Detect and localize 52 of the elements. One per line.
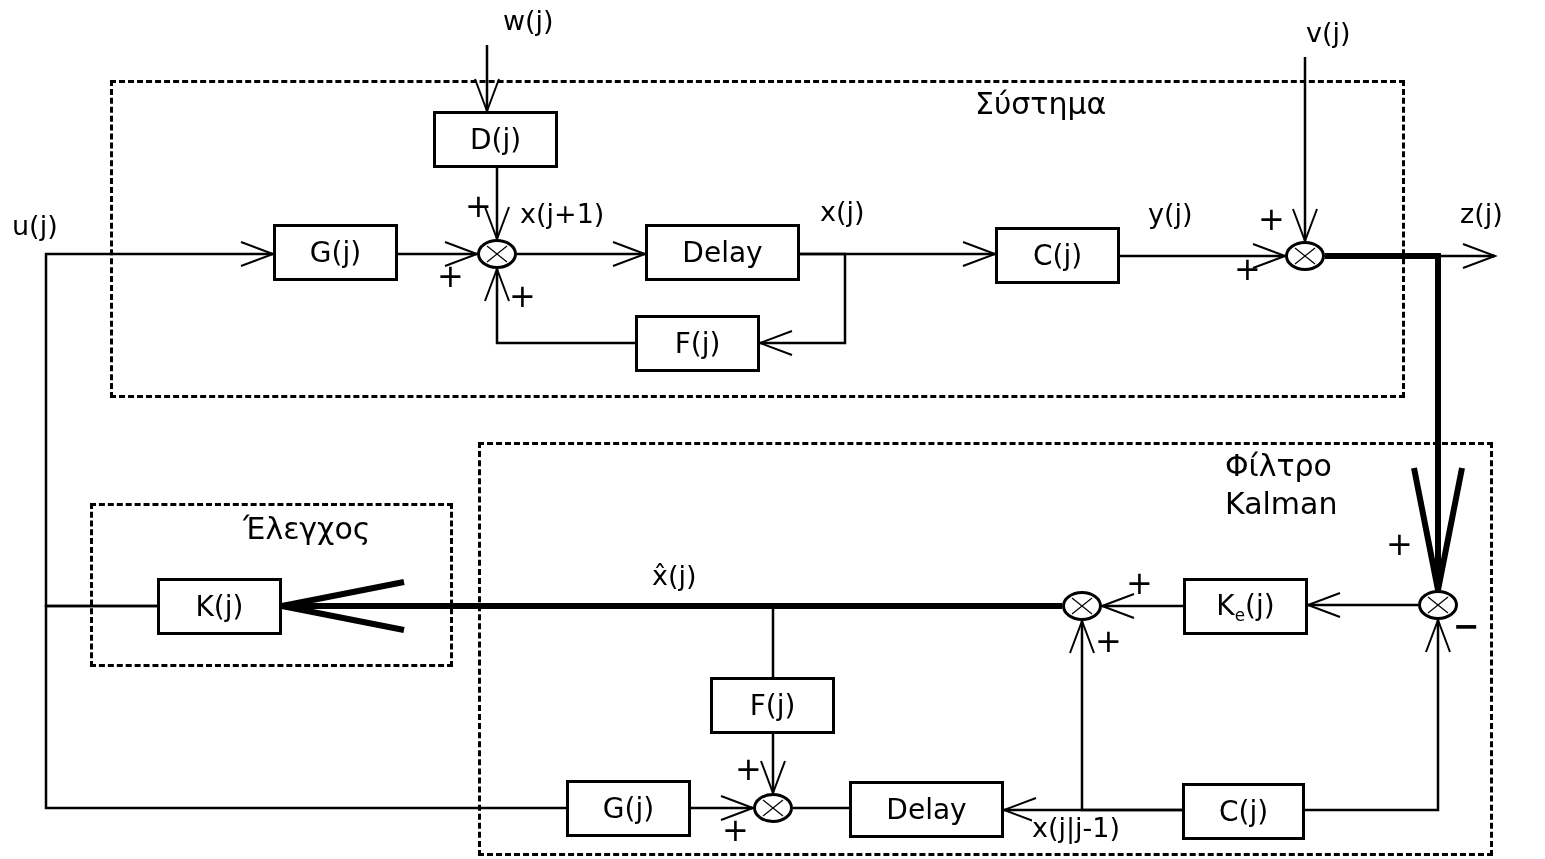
sign-label: + (722, 814, 749, 846)
connector-line (793, 806, 849, 810)
block-box: C(j) (995, 227, 1120, 284)
arrow (1069, 620, 1182, 812)
dashed-group-box (478, 442, 1493, 856)
sign-label: + (509, 280, 536, 312)
block-box: F(j) (710, 677, 835, 734)
arrow (1307, 592, 1418, 618)
arrow (484, 268, 635, 345)
arrow (760, 734, 786, 794)
sign-label: + (735, 753, 762, 785)
sign-label: + (1386, 528, 1413, 560)
arrow (517, 241, 646, 267)
arrow (1101, 593, 1183, 619)
dashed-group-box (90, 503, 453, 667)
block-box: Delay (645, 224, 800, 281)
summing-junction (477, 239, 517, 269)
arrow (484, 168, 510, 240)
signal-label: x̂(j) (652, 560, 697, 593)
sign-label: + (1126, 567, 1153, 599)
arrow (759, 252, 847, 356)
sign-label: − (1453, 610, 1480, 642)
group-title: Φίλτρο Kalman (1225, 447, 1339, 522)
block-box: G(j) (273, 224, 398, 281)
arrow (398, 241, 478, 267)
summing-junction (753, 793, 793, 823)
block-box: K$_{e}$(j) (1183, 578, 1308, 635)
dashed-group-box (110, 80, 1405, 398)
block-box: C(j) (1182, 783, 1305, 840)
connector-line (44, 604, 566, 810)
summing-junction (1062, 591, 1102, 621)
arrow (44, 241, 274, 608)
arrow (1292, 57, 1318, 242)
block-box: F(j) (635, 315, 760, 372)
arrow (691, 795, 754, 821)
group-title: Έλεγχος (243, 510, 372, 548)
summing-junction (1285, 241, 1325, 271)
block-box: K(j) (157, 578, 282, 635)
block-box: D(j) (433, 111, 558, 168)
arrow (1120, 243, 1286, 269)
block-box: Delay (849, 781, 1004, 838)
sign-label: + (465, 190, 492, 222)
arrow (474, 45, 500, 112)
arrow (1305, 619, 1451, 812)
block-box: G(j) (566, 780, 691, 837)
sign-label: + (437, 260, 464, 292)
sign-label: + (1095, 625, 1122, 657)
connector-line (771, 604, 1062, 677)
group-title: Σύστημα (975, 85, 1108, 123)
sign-label: + (1258, 203, 1285, 235)
sign-label: + (1234, 253, 1261, 285)
summing-junction (1418, 590, 1458, 620)
